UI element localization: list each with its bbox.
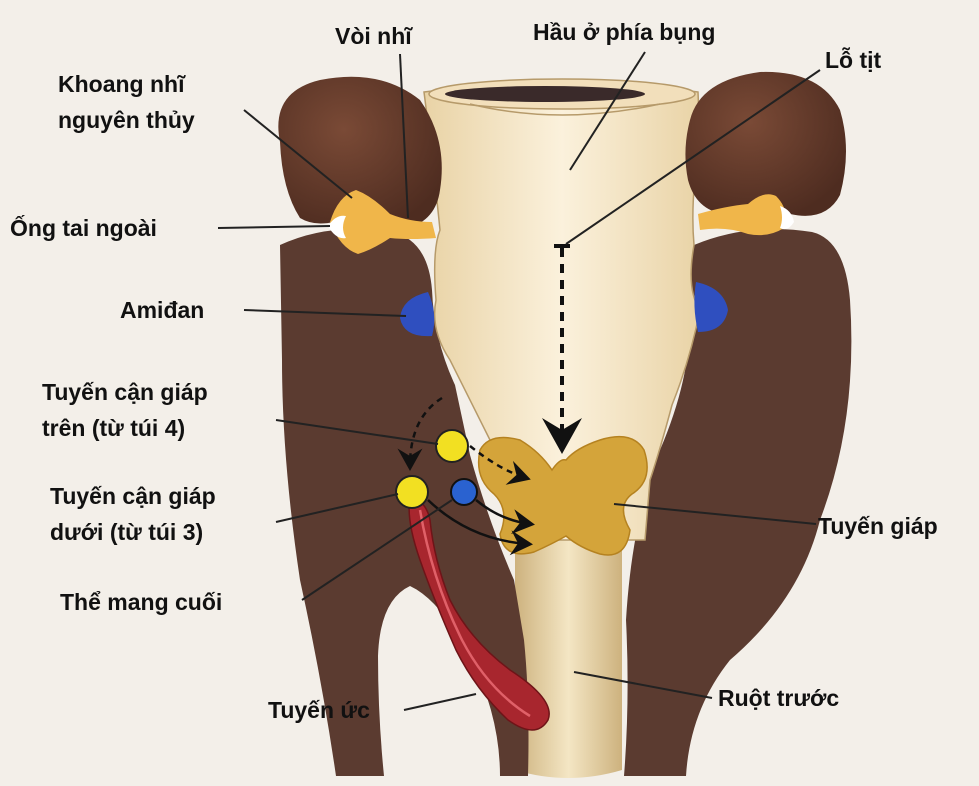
left-tonsil — [400, 292, 435, 337]
thymus-highlight — [418, 509, 531, 718]
left-ear-canal — [330, 190, 436, 254]
label-can-giap-duoi-line1: Tuyến cận giáp — [50, 483, 216, 509]
label-can-giap-tren-line1: Tuyến cận giáp — [42, 379, 208, 405]
leader-can-giap-tren — [275, 419, 439, 445]
label-khoang-nhi-line2: nguyên thủy — [58, 107, 195, 133]
right-pharyngeal-wall — [624, 228, 852, 776]
label-ong-tai-ngoai: Ống tai ngoài — [10, 214, 157, 241]
leader-tuyen-giap — [613, 503, 817, 525]
left-external-meatus — [328, 215, 346, 239]
pharynx-opening-shadow — [445, 86, 645, 102]
leader-can-giap-duoi — [275, 493, 399, 523]
right-tonsil — [694, 282, 728, 332]
foregut-tube — [515, 540, 622, 778]
inferior-parathyroid — [395, 475, 429, 509]
inferior-parathyroid-arrow — [427, 499, 533, 556]
label-lo-tit: Lỗ tịt — [825, 46, 882, 73]
label-tuyen-uc: Tuyến ức — [268, 697, 370, 723]
leader-voi-nhi — [399, 53, 409, 219]
leader-khoang-nhi — [243, 109, 353, 199]
leader-amidan — [243, 309, 407, 317]
label-hau-phia-bung: Hầu ở phía bụng — [533, 19, 715, 45]
right-external-meatus — [780, 206, 794, 230]
label-can-giap-tren-line2: trên (từ túi 4) — [42, 415, 185, 441]
label-tuyen-giap: Tuyến giáp — [818, 513, 938, 539]
pharynx-fold — [469, 103, 661, 116]
label-ruot-truoc: Ruột trước — [718, 685, 839, 711]
label-khoang-nhi-line1: Khoang nhĩ — [58, 71, 186, 97]
parathyroid-to-thyroid-arrow — [469, 445, 531, 485]
leader-hau-phia-bung — [569, 51, 646, 171]
superior-parathyroid — [435, 429, 469, 463]
ultimobranchial-arrow — [475, 499, 535, 535]
parathyroid-descent-arrow — [397, 396, 443, 471]
leader-the-mang-cuoi — [301, 499, 453, 601]
label-amidan: Amiđan — [120, 297, 204, 323]
right-tympanic-cavity — [685, 71, 846, 216]
leader-ruot-truoc — [573, 671, 713, 699]
left-tympanic-cavity — [278, 76, 442, 229]
leader-tuyen-uc — [403, 693, 477, 711]
leader-ong-tai-ngoai — [217, 225, 331, 229]
leader-lo-tit — [565, 69, 821, 245]
label-can-giap-duoi-line2: dưới (từ túi 3) — [50, 519, 203, 545]
right-ear-canal — [698, 194, 786, 236]
label-the-mang-cuoi: Thể mang cuối — [60, 589, 222, 615]
ultimobranchial-body — [450, 478, 478, 506]
label-voi-nhi: Vòi nhĩ — [335, 23, 413, 49]
